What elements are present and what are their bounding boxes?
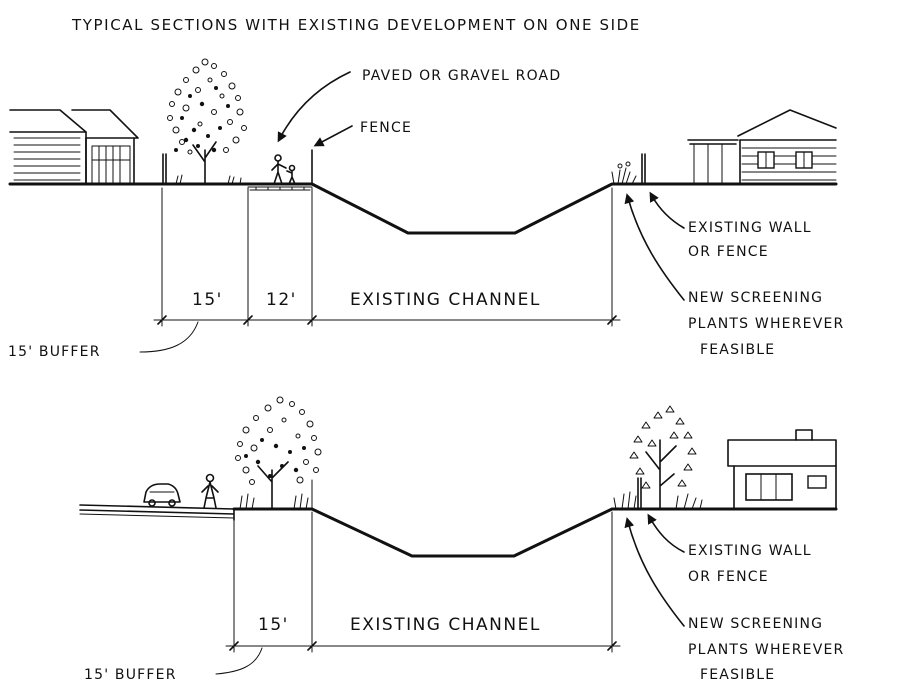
- bottom-wall-label-1: EXISTING WALL: [688, 543, 812, 559]
- bottom-dim-buffer-label: 15': [258, 615, 289, 635]
- diagram-title: TYPICAL SECTIONS WITH EXISTING DEVELOPME…: [71, 16, 641, 34]
- top-right-house: [687, 109, 837, 185]
- bottom-right-screening-plants: [613, 477, 642, 510]
- top-wall-arrow: [649, 191, 685, 229]
- top-right-screening-plants: [611, 161, 637, 185]
- top-road-surface: [247, 186, 313, 191]
- top-plants-arrow: [624, 193, 685, 301]
- top-dim-channel-label: EXISTING CHANNEL: [350, 290, 541, 310]
- bottom-plants-label-2: PLANTS WHEREVER: [688, 642, 844, 658]
- top-fence-label: FENCE: [360, 120, 412, 136]
- bottom-pedestrian: [201, 473, 219, 509]
- top-wall-label-1: EXISTING WALL: [688, 220, 812, 236]
- top-plants-label-1: NEW SCREENING: [688, 290, 823, 306]
- bottom-dim-channel-label: EXISTING CHANNEL: [350, 615, 541, 635]
- top-road-label: PAVED OR GRAVEL ROAD: [362, 68, 561, 84]
- bottom-plants-arrow: [624, 517, 685, 627]
- bottom-right-tree: [629, 405, 703, 510]
- bottom-plants-label-3: FEASIBLE: [700, 667, 775, 683]
- top-pedestrians: [271, 154, 296, 185]
- top-buffer-leader: [139, 321, 199, 353]
- top-ground-profile: [8, 182, 838, 235]
- top-road-arrow: [277, 71, 351, 143]
- bottom-dimension-lines: [225, 511, 621, 653]
- bottom-buffer-label: 15' BUFFER: [84, 667, 177, 683]
- top-fence-arrow: [313, 125, 353, 147]
- top-wall-label-2: OR FENCE: [688, 244, 769, 260]
- top-buffer-label: 15' BUFFER: [8, 344, 101, 360]
- top-plants-label-2: PLANTS WHEREVER: [688, 316, 844, 332]
- bottom-wall-label-2: OR FENCE: [688, 569, 769, 585]
- bottom-ground-profile: [232, 507, 838, 558]
- top-dim-buffer-label: 15': [192, 290, 223, 310]
- top-plants-label-3: FEASIBLE: [700, 342, 775, 358]
- bottom-plants-label-1: NEW SCREENING: [688, 616, 823, 632]
- top-left-tree: [167, 58, 247, 185]
- top-section: 15' 12' EXISTING CHANNEL 15' BUFFER PAVE…: [8, 58, 844, 360]
- bottom-buffer-leader: [215, 647, 263, 675]
- top-left-house: [9, 109, 139, 185]
- bottom-wall-arrow: [647, 513, 685, 553]
- top-dim-road-label: 12': [266, 290, 297, 310]
- bottom-left-tree: [235, 396, 322, 510]
- top-existing-wall: [641, 153, 646, 185]
- top-dimension-lines: [153, 187, 621, 327]
- top-left-fence-post: [162, 153, 167, 185]
- bottom-car: [143, 483, 181, 507]
- bottom-section: 15' EXISTING CHANNEL 15' BUFFER EXISTING…: [79, 396, 844, 683]
- bottom-right-house: [727, 429, 837, 510]
